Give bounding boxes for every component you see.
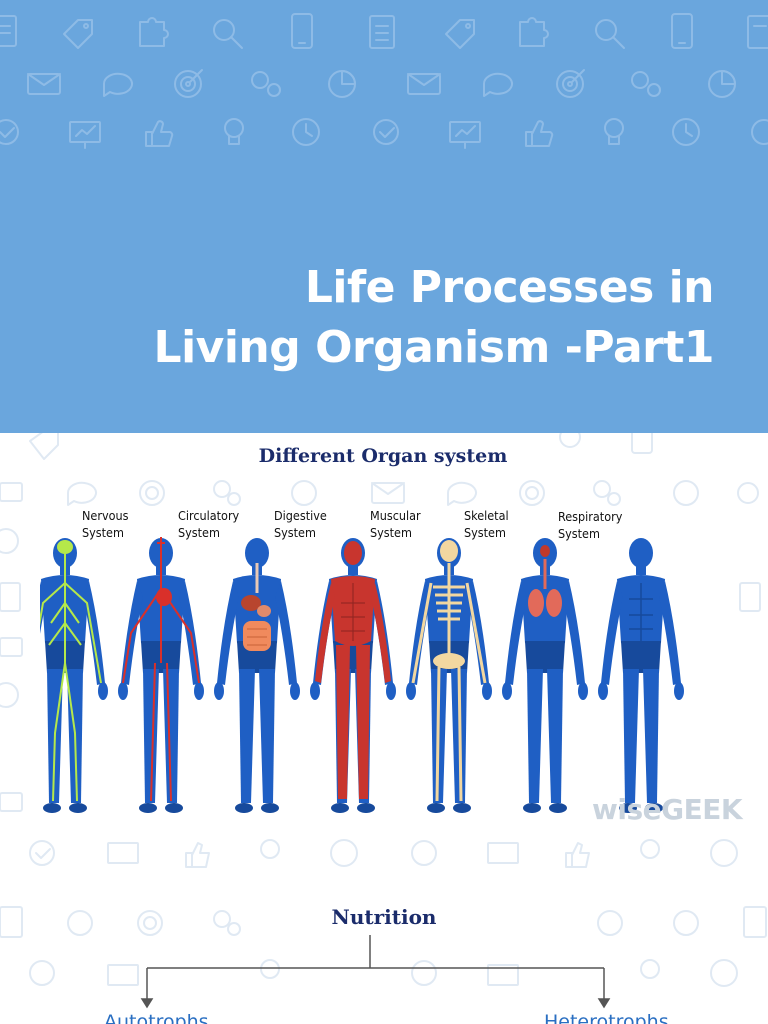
label-muscular-system: Muscular System — [370, 508, 421, 540]
muscular-figure — [310, 538, 396, 813]
nutrition-tree-connectors — [140, 935, 611, 1009]
faint-icon-pattern — [0, 433, 767, 987]
right-arrow-head — [597, 998, 611, 1009]
presentation-icon — [449, 121, 481, 149]
clock-icon — [672, 118, 700, 146]
autotrophs-label: Autotrophs — [104, 1011, 209, 1024]
mail-icon — [27, 73, 61, 95]
label-respiratory-system: Respiratory System — [558, 509, 623, 541]
heterotrophs-label: Heterotrophs — [544, 1011, 669, 1024]
presentation-icon — [69, 121, 101, 149]
search-icon — [595, 19, 625, 49]
check-icon — [0, 119, 19, 145]
thumbs-up-icon — [145, 120, 174, 147]
bulb-icon — [224, 118, 244, 145]
document-icon — [747, 15, 768, 49]
puzzle-icon — [139, 17, 169, 47]
target-icon — [174, 69, 203, 98]
nervous-figure — [40, 538, 108, 813]
organ-system-figures — [40, 537, 684, 813]
skeletal-figure — [406, 538, 492, 813]
pie-icon — [328, 70, 356, 98]
search-icon — [213, 19, 243, 49]
check-icon — [751, 119, 768, 145]
chat-icon — [482, 72, 513, 97]
check-icon — [373, 119, 399, 145]
page-title: Life Processes in Living Organism -Part1 — [153, 258, 715, 378]
document-icon — [369, 15, 395, 49]
tag-icon — [63, 19, 93, 49]
icon-pattern — [0, 13, 768, 149]
slide-content: Different Organ system Nervous System Ci… — [0, 433, 768, 1024]
document-icon — [0, 15, 17, 47]
chat-icon — [102, 72, 133, 97]
title-line-1: Life Processes in — [304, 262, 715, 313]
title-line-2: Living Organism -Part1 — [153, 322, 715, 373]
label-skeletal-system: Skeletal System — [464, 508, 509, 540]
label-circulatory-system: Circulatory System — [178, 508, 240, 540]
phone-icon — [671, 13, 693, 49]
bulb-icon — [604, 118, 624, 145]
pie-icon — [708, 70, 736, 98]
gears-icon — [631, 71, 661, 97]
organ-system-heading: Different Organ system — [258, 445, 508, 467]
phone-icon — [291, 13, 313, 49]
label-digestive-system: Digestive System — [274, 508, 327, 540]
plain-figure — [598, 538, 684, 813]
title-banner: Life Processes in Living Organism -Part1 — [0, 0, 768, 433]
gears-icon — [251, 71, 281, 97]
circulatory-figure — [118, 537, 204, 813]
left-arrow-head — [140, 998, 154, 1009]
thumbs-up-icon — [525, 120, 554, 147]
label-nervous-system: Nervous System — [82, 508, 129, 540]
mail-icon — [407, 73, 441, 95]
wisegeek-watermark: wiseGEEK — [592, 793, 743, 826]
tag-icon — [445, 19, 475, 49]
digestive-figure — [214, 538, 300, 813]
target-icon — [556, 69, 585, 98]
clock-icon — [292, 118, 320, 146]
puzzle-icon — [519, 17, 549, 47]
nutrition-heading: Nutrition — [331, 905, 437, 929]
respiratory-figure — [502, 538, 588, 813]
